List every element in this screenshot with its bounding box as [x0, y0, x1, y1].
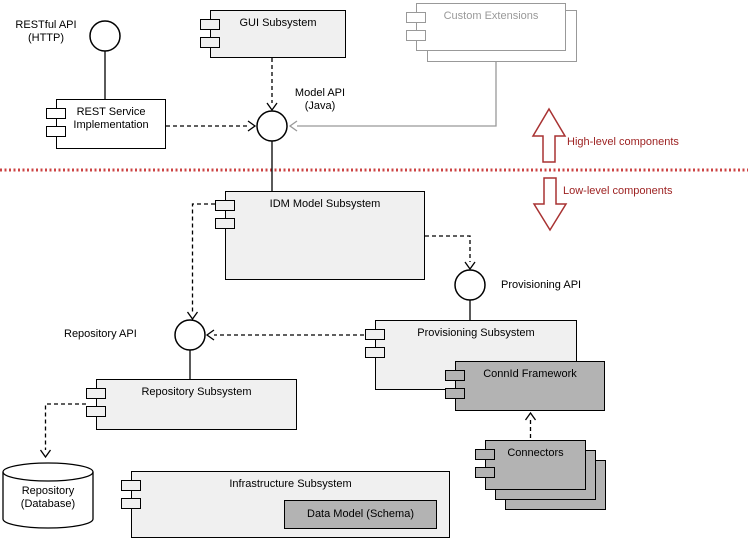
component-tab-icon [46, 126, 66, 137]
model-api-interface-circle [256, 110, 288, 142]
arrowhead [524, 411, 537, 421]
rest-service-implementation-label: REST Service Implementation [73, 106, 149, 131]
high-level-components-note: High-level components [567, 136, 679, 148]
component-rest-service-implementation: REST Service Implementation [46, 99, 166, 149]
provisioning-api-interface-circle [454, 269, 486, 301]
component-tab-icon [475, 449, 495, 460]
component-connid-framework: ConnId Framework [445, 361, 605, 411]
model-api-interface-label: Model API (Java) [294, 87, 346, 112]
component-tab-icon [121, 480, 141, 491]
repository-database-label: Repository (Database) [20, 485, 76, 510]
edge-idm-to-repository-api [191, 203, 215, 312]
connectors-label: Connectors [507, 447, 564, 459]
component-tab-icon [46, 108, 66, 119]
component-tab-icon [445, 388, 465, 399]
arrowhead [464, 261, 476, 271]
arrowhead [205, 329, 215, 341]
edge-idm-to-provisioning-api [425, 235, 471, 262]
component-tab-icon [475, 467, 495, 478]
component-data-model-schema: Data Model (Schema) [284, 500, 437, 529]
component-tab-icon [406, 12, 426, 23]
infrastructure-subsystem-label: Infrastructure Subsystem [229, 478, 352, 490]
component-custom-extensions: Custom Extensions [406, 3, 566, 51]
component-tab-icon [406, 30, 426, 41]
component-tab-icon [86, 388, 106, 399]
arrowhead [186, 311, 199, 321]
component-tab-icon [445, 370, 465, 381]
repository-subsystem-label: Repository Subsystem [141, 386, 252, 398]
arrowhead [266, 102, 278, 112]
restful-api-interface-circle [89, 20, 121, 52]
provisioning-subsystem-label: Provisioning Subsystem [417, 327, 535, 339]
gui-subsystem-label: GUI Subsystem [239, 17, 317, 29]
low-level-components-note: Low-level components [563, 185, 673, 197]
component-tab-icon [200, 19, 220, 30]
idm-model-subsystem-label: IDM Model Subsystem [269, 198, 381, 210]
component-tab-icon [215, 218, 235, 229]
repository-api-interface-label: Repository API [64, 328, 137, 340]
component-tab-icon [121, 498, 141, 509]
interface-circles [89, 20, 486, 351]
restful-api-interface-label: RESTful API (HTTP) [15, 19, 77, 44]
data-model-schema-label: Data Model (Schema) [307, 508, 414, 520]
arrowhead [39, 449, 52, 459]
component-tab-icon [365, 347, 385, 358]
connid-framework-label: ConnId Framework [483, 368, 577, 380]
low-level-arrow-icon [532, 177, 568, 232]
component-gui-subsystem: GUI Subsystem [200, 10, 346, 58]
component-tab-icon [215, 200, 235, 211]
arrowhead [247, 120, 257, 132]
provisioning-api-interface-label: Provisioning API [501, 279, 582, 291]
component-connectors: Connectors [475, 440, 586, 490]
component-tab-icon [200, 37, 220, 48]
repository-api-interface-circle [174, 319, 206, 351]
component-tab-icon [86, 406, 106, 417]
custom-extensions-label: Custom Extensions [443, 10, 539, 22]
component-tab-icon [365, 329, 385, 340]
high-level-arrow-icon [531, 107, 567, 163]
component-repository-subsystem: Repository Subsystem [86, 379, 297, 430]
component-idm-model-subsystem: IDM Model Subsystem [215, 191, 425, 280]
edge-repository-sub-to-database [44, 403, 86, 450]
